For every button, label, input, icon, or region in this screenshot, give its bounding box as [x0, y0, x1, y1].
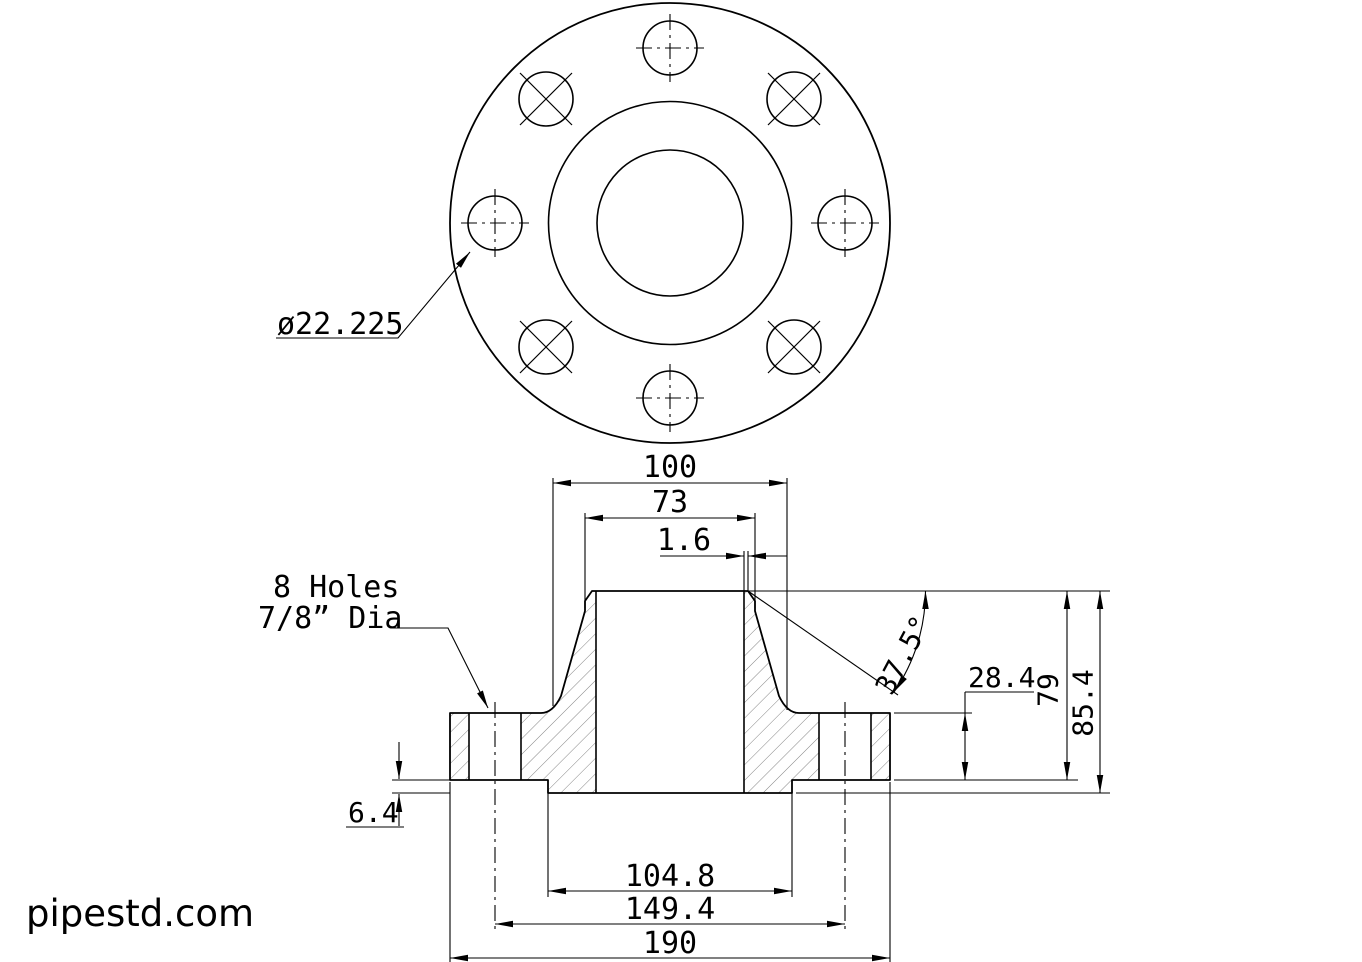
- dimension-hub-base-diameter: 100: [552, 450, 788, 710]
- leader-line: [392, 627, 489, 709]
- angle-arc: [893, 590, 929, 693]
- top-view: ø22.225: [276, 2, 891, 444]
- x-mark: [519, 320, 573, 374]
- x-mark: [519, 72, 573, 126]
- bolt-hole-x-marks: [519, 72, 821, 374]
- holes-note-line2: 7/8” Dia: [258, 601, 403, 636]
- dim-raised-face-diameter: 104.8: [625, 859, 715, 894]
- dimension-overall-length: 85.4: [796, 591, 1110, 794]
- holes-note-line1: 8 Holes: [273, 570, 399, 605]
- site-watermark: pipestd.com: [26, 892, 254, 935]
- dim-bevel-angle: 37.5°: [869, 610, 938, 700]
- dimension-flange-thickness: 28.4: [894, 661, 1035, 780]
- dimension-raised-face-diameter: 104.8: [547, 793, 793, 897]
- dimension-raised-face-height: 6.4: [346, 742, 450, 829]
- x-mark: [767, 72, 821, 126]
- dim-raised-face-height: 6.4: [348, 796, 399, 829]
- dimension-bolt-circle-diameter: 149.4: [495, 892, 845, 928]
- dim-hub-base-diameter: 100: [643, 450, 697, 485]
- dimension-flange-outside-diameter: 190: [449, 782, 891, 962]
- dim-weld-end-diameter: 73: [652, 485, 688, 520]
- dim-flange-thickness: 28.4: [968, 661, 1035, 694]
- bolt-hole-ne: [766, 71, 822, 127]
- bolt-hole-centerlines: [461, 14, 879, 432]
- dim-flange-outside-diameter: 190: [643, 926, 697, 961]
- x-mark: [767, 320, 821, 374]
- bolt-hole-diameter-label: ø22.225: [277, 307, 403, 342]
- dimension-length-through-hub: 79: [894, 591, 1078, 781]
- raised-face-circle: [547, 100, 793, 346]
- section-view: [449, 590, 891, 930]
- bevel-extension-line: [747, 590, 899, 696]
- flange-outer-circle: [449, 2, 891, 444]
- leader-line: [276, 251, 471, 339]
- dimension-weld-end-diameter: 73: [584, 485, 756, 608]
- dim-weld-land: 1.6: [657, 523, 711, 558]
- bore-circle: [596, 149, 744, 297]
- dim-bolt-circle-diameter: 149.4: [625, 892, 715, 927]
- bolt-hole-nw: [518, 71, 574, 127]
- dim-overall-length: 85.4: [1067, 669, 1100, 736]
- dimension-weld-land: 1.6: [657, 523, 787, 591]
- bolt-hole-se: [766, 319, 822, 375]
- bolt-hole-sw: [518, 319, 574, 375]
- holes-note-callout: 8 Holes 7/8” Dia: [258, 570, 489, 709]
- dim-length-through-hub: 79: [1032, 673, 1065, 707]
- bolt-hole-diameter-callout: ø22.225: [276, 251, 471, 342]
